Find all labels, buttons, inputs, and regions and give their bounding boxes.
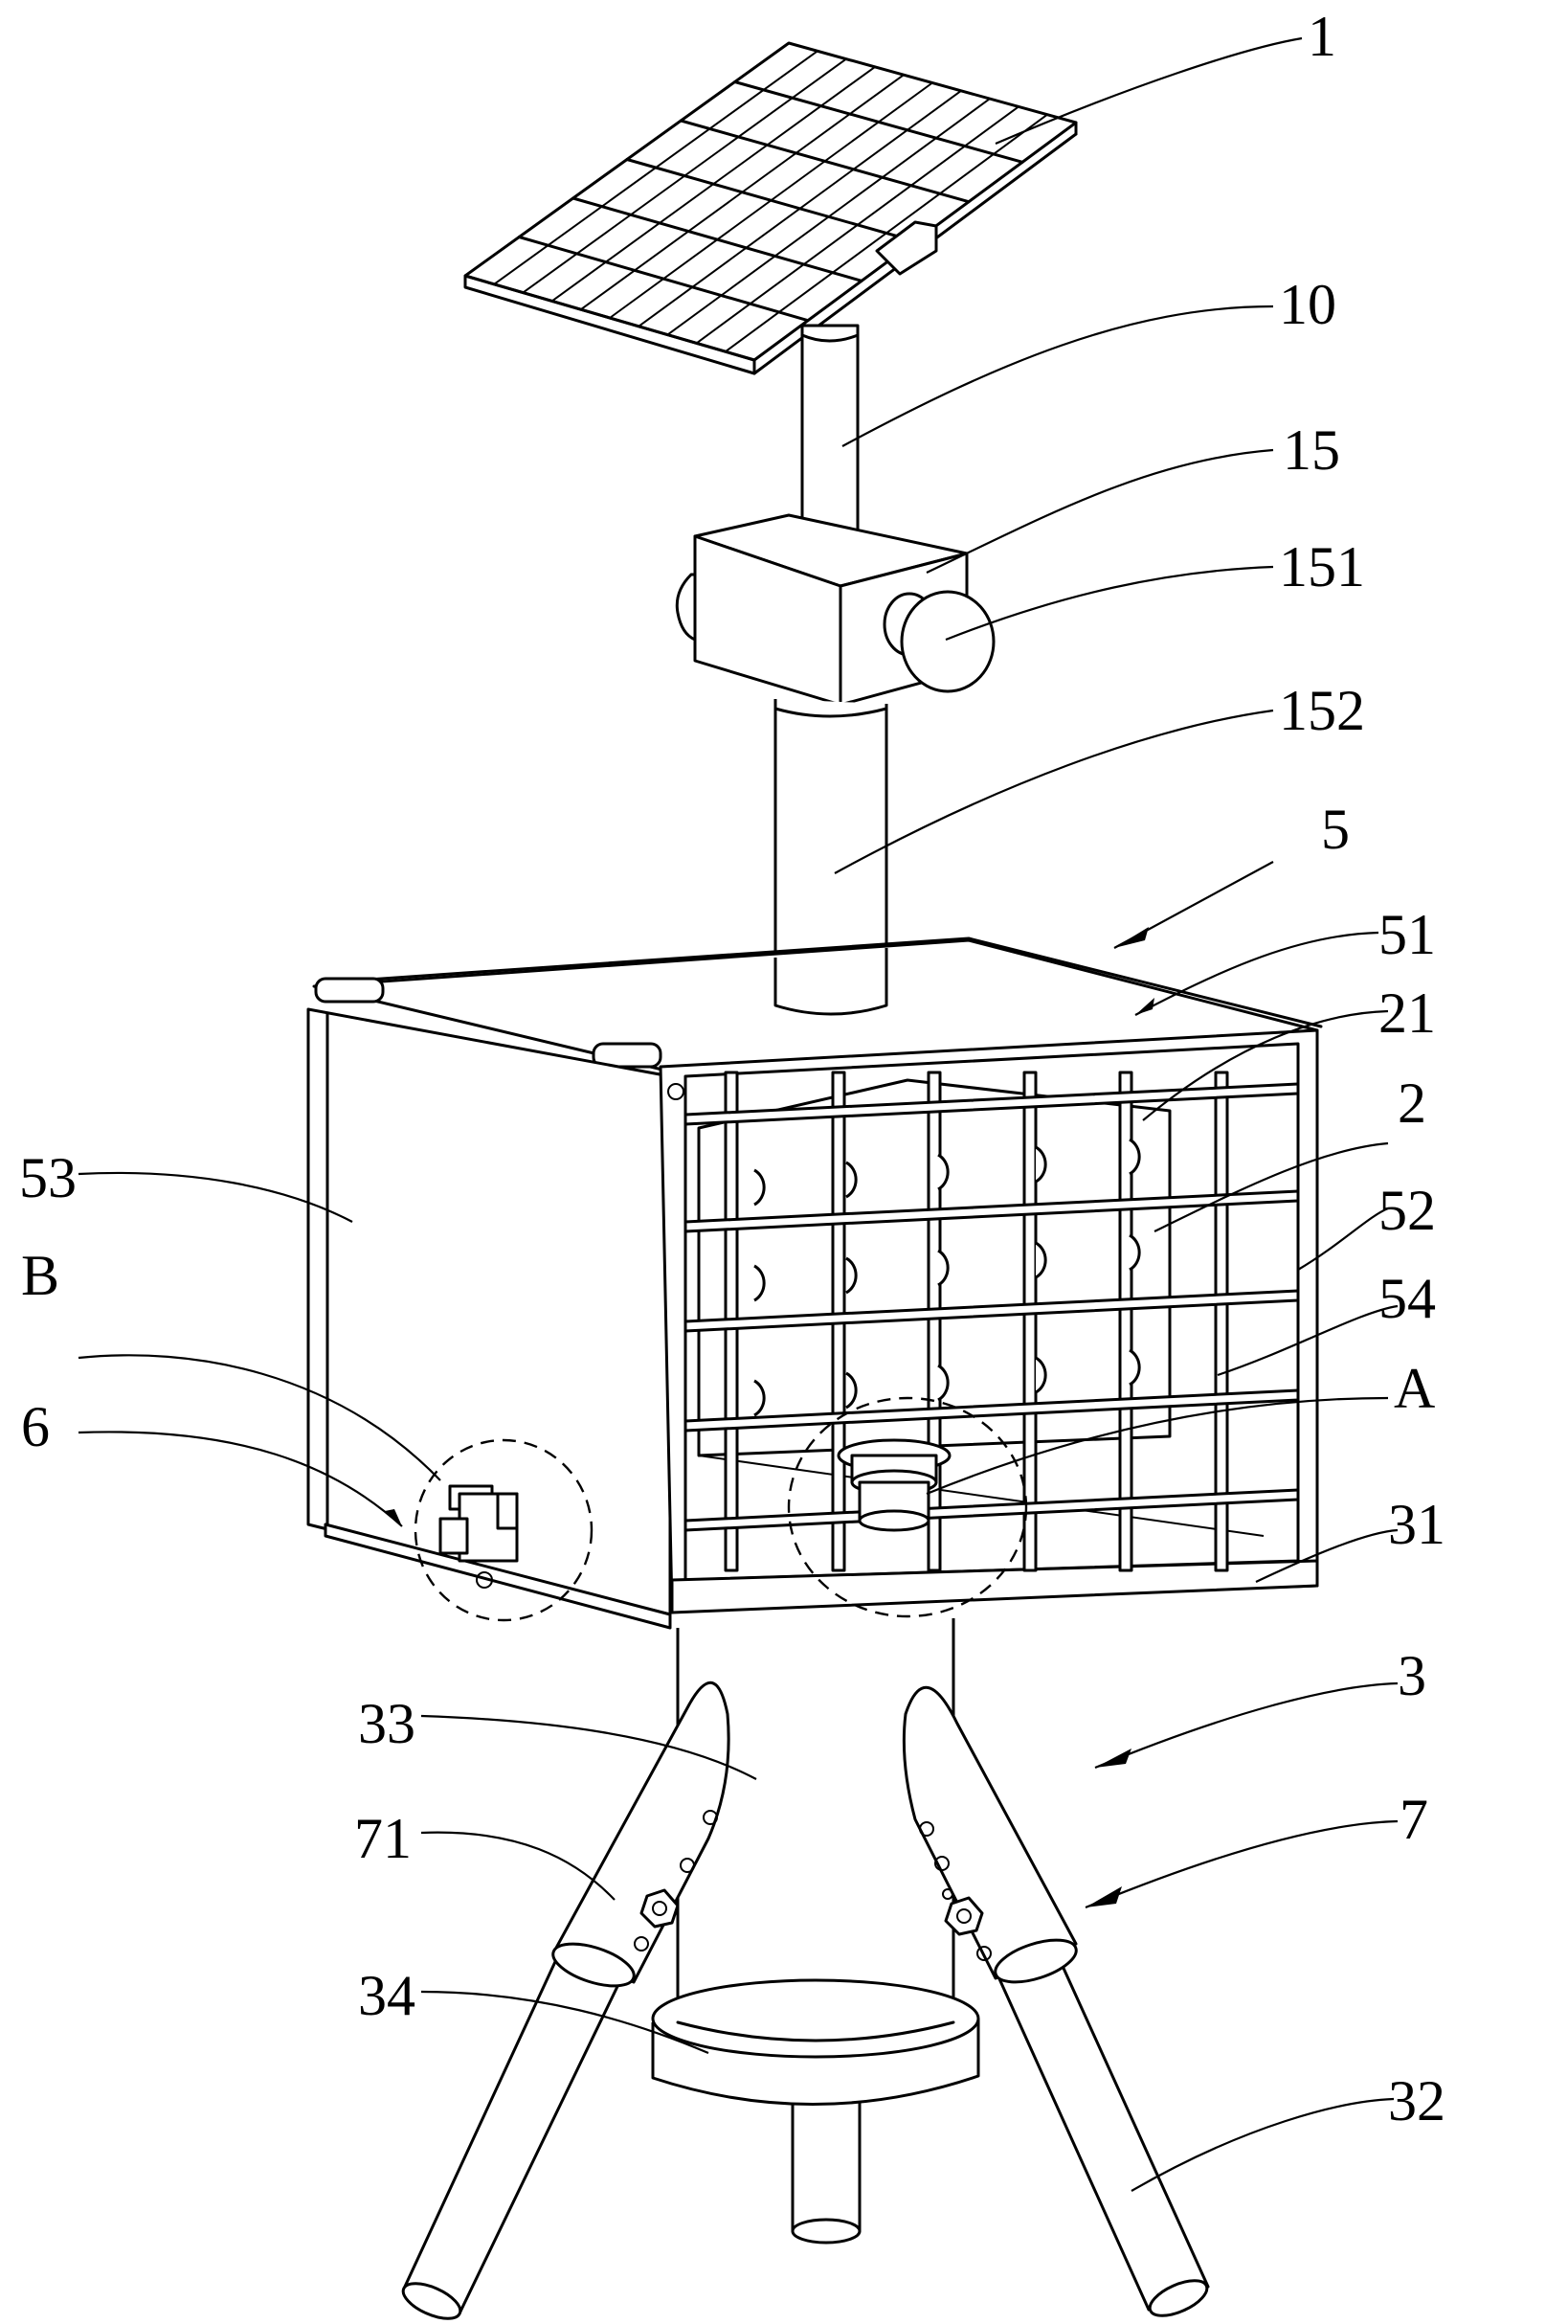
label-33: 33 [358,1692,415,1755]
label-53: 53 [19,1146,77,1209]
fan-motor [837,1438,952,1532]
bulb-dome [753,1264,766,1302]
bulb-dome [845,1256,858,1295]
label-71: 71 [354,1807,412,1870]
latch-clasp [438,1484,519,1589]
label-10: 10 [1279,273,1336,336]
label-a: A [1394,1357,1435,1420]
label-b: B [21,1244,59,1307]
label-3: 3 [1398,1644,1426,1707]
leg-sleeve-right [902,1685,1078,1984]
bulb-dome [1035,1145,1047,1184]
label-2: 2 [1398,1072,1426,1135]
detail-circle-b [414,1438,594,1622]
trap-box [306,936,1323,1630]
bulb-dome [1129,1138,1141,1176]
label-5: 5 [1321,798,1350,861]
label-34: 34 [358,1964,415,2027]
leg-sleeve-left [551,1681,730,1988]
bulb-dome [1129,1348,1141,1387]
label-1: 1 [1308,5,1336,68]
detail-circle-a [787,1396,1028,1618]
bulbs [753,1138,1141,1417]
bulb-dome [1129,1233,1141,1272]
bulb-dome [753,1168,766,1207]
bulb-dome [937,1249,950,1287]
label-54: 54 [1378,1267,1436,1330]
bulb-dome [1035,1356,1047,1394]
reference-labels: 1 10 15 151 152 5 51 21 2 53 52 B 54 6 A… [19,5,1445,2132]
label-7: 7 [1400,1788,1428,1851]
bulb-dome [845,1371,858,1410]
label-152: 152 [1279,679,1365,742]
label-52: 52 [1378,1179,1436,1242]
camera-housing [675,513,996,707]
leader-lines [78,36,1399,2192]
bulb-dome [1035,1241,1047,1279]
solar-panel [463,41,1078,375]
label-151: 151 [1279,535,1365,598]
bulb-dome [937,1153,950,1191]
base-ring [651,1978,980,2106]
label-51: 51 [1378,903,1436,966]
label-15: 15 [1283,418,1340,482]
bulb-dome [845,1161,858,1199]
label-32: 32 [1388,2069,1445,2132]
upper-pole [800,324,860,548]
camera-lens [883,590,996,693]
label-6: 6 [21,1395,50,1458]
tripod-legs [401,1952,1210,2320]
bulb-dome [753,1379,766,1417]
label-21: 21 [1378,981,1436,1045]
label-31: 31 [1388,1493,1445,1556]
bulb-dome [937,1364,950,1402]
leader-arrows [385,927,1154,1907]
support-column [676,1618,955,2245]
